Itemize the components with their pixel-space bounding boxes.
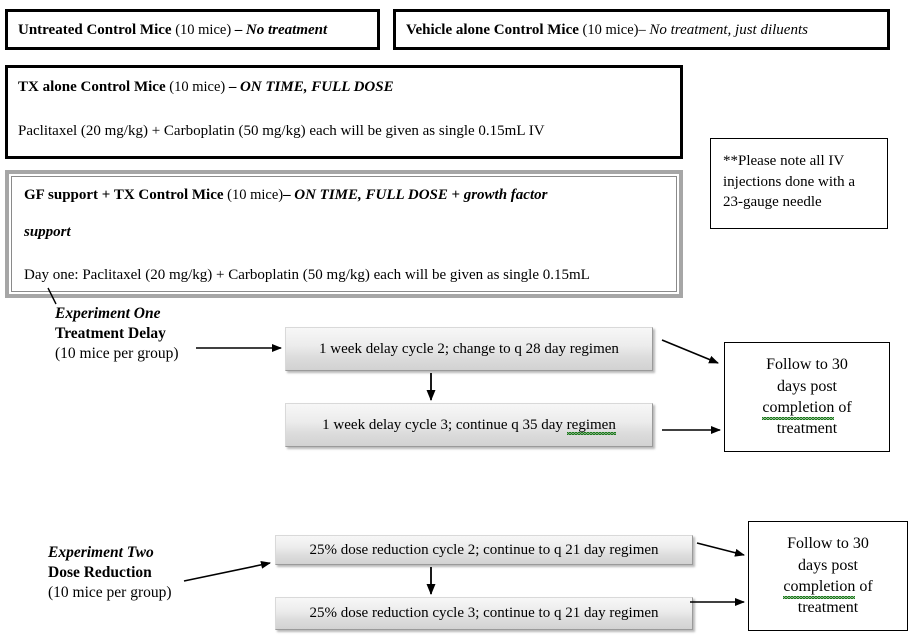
gf-support-dash: –: [283, 187, 291, 203]
vehicle-control-dash: –: [638, 21, 646, 38]
experiment-one-step-1-label: 1 week delay cycle 2; change to q 28 day…: [319, 340, 619, 357]
vehicle-control-count: (10 mice): [582, 21, 639, 38]
gf-support-name: GF support + TX Control Mice: [24, 187, 224, 203]
tx-alone-name: TX alone Control Mice: [18, 79, 166, 95]
experiment-two-outcome-line-4: treatment: [797, 599, 859, 617]
experiment-one-step-2[interactable]: 1 week delay cycle 3; continue q 35 day …: [285, 403, 653, 447]
gf-support-inner: GF support + TX Control Mice (10 mice)– …: [11, 176, 677, 292]
gf-support-count: (10 mice): [227, 187, 284, 203]
gf-support-emphasis2-line2-row: support: [24, 223, 664, 241]
experiment-one-outcome-line-3: completion of: [762, 397, 852, 421]
iv-note-line-1: **Please note all IV: [723, 153, 845, 169]
experiment-two-outcome-box: Follow to 30 days post completion of tre…: [748, 521, 908, 631]
iv-note-line-2: injections done with a: [723, 173, 856, 190]
experiment-one-step-2-text: 1 week delay cycle 3; continue q 35 day: [322, 416, 567, 433]
untreated-control-text: Untreated Control Mice (10 mice) – No tr…: [8, 21, 377, 39]
experiment-two-step-1-label: 25% dose reduction cycle 2; continue to …: [309, 541, 659, 558]
tx-alone-content: TX alone Control Mice (10 mice) – ON TIM…: [8, 68, 680, 140]
experiment-one-outcome-line-3-rest: of: [834, 399, 852, 416]
experiment-two-outcome-text: Follow to 30 days post completion of tre…: [783, 533, 873, 618]
experiment-two-subtitle: Dose Reduction: [48, 563, 152, 581]
experiment-two-outcome-line-3: completion of: [783, 576, 873, 600]
iv-note-line-3: 23-gauge needle: [723, 194, 822, 211]
experiment-two-label: Experiment Two Dose Reduction (10 mice p…: [48, 543, 263, 602]
gf-support-emphasis: ON TIME, FULL DOSE: [294, 187, 448, 203]
experiment-one-outcome-text: Follow to 30 days post completion of tre…: [762, 354, 852, 439]
experiment-one-outcome-line-2: days post: [777, 377, 837, 395]
vehicle-control-detail: No treatment, just diluents: [649, 21, 808, 38]
vehicle-control-text: Vehicle alone Control Mice (10 mice)– No…: [396, 21, 887, 39]
gf-support-emphasis2-line1: growth factor: [463, 187, 548, 203]
vehicle-control-box: Vehicle alone Control Mice (10 mice)– No…: [393, 9, 890, 50]
arrow-exp2-step1-to-outcome: [696, 542, 745, 557]
experiment-one-outcome-box: Follow to 30 days post completion of tre…: [724, 342, 890, 452]
experiment-one-step-2-label: 1 week delay cycle 3; continue q 35 day …: [316, 416, 622, 435]
tx-alone-heading: TX alone Control Mice (10 mice) – ON TIM…: [18, 78, 670, 96]
experiment-one-group-size: (10 mice per group): [55, 344, 179, 362]
tx-alone-control-box: TX alone Control Mice (10 mice) – ON TIM…: [5, 65, 683, 159]
experiment-two-outcome-line-1: Follow to 30: [787, 535, 869, 553]
experiment-two-title: Experiment Two: [48, 544, 154, 561]
iv-note-text: **Please note all IV injections done wit…: [711, 139, 887, 213]
experiment-one-step-2-misspelled-word: regimen: [566, 416, 616, 435]
gf-support-plus: +: [451, 187, 461, 203]
untreated-control-dash: –: [234, 21, 243, 38]
gf-support-heading: GF support + TX Control Mice (10 mice)– …: [24, 186, 664, 204]
tx-alone-count: (10 mice): [169, 79, 226, 95]
experiment-one-step-1[interactable]: 1 week delay cycle 2; change to q 28 day…: [285, 327, 653, 371]
experiment-two-step-2[interactable]: 25% dose reduction cycle 3; continue to …: [275, 597, 693, 630]
experiment-two-outcome-line-2: days post: [798, 556, 858, 574]
vehicle-control-name: Vehicle alone Control Mice: [406, 21, 579, 38]
gf-support-box: GF support + TX Control Mice (10 mice)– …: [5, 170, 683, 298]
experiment-one-outcome-misspelled-word: completion: [762, 397, 834, 421]
tx-alone-dash: –: [228, 79, 237, 95]
untreated-control-name: Untreated Control Mice: [18, 21, 172, 38]
experiment-one-outcome-line-4: treatment: [776, 420, 838, 438]
experiment-one-label: Experiment One Treatment Delay (10 mice …: [55, 304, 265, 363]
gf-support-dose-line: Day one: Paclitaxel (20 mg/kg) + Carbopl…: [24, 267, 590, 283]
experiment-two-outcome-line-3-rest: of: [855, 578, 873, 595]
experiment-two-step-1[interactable]: 25% dose reduction cycle 2; continue to …: [275, 535, 693, 565]
arrow-exp1-step1-to-outcome: [661, 339, 719, 364]
experiment-one-outcome-line-1: Follow to 30: [766, 356, 848, 374]
experiment-two-group-size: (10 mice per group): [48, 583, 172, 601]
experiment-one-title: Experiment One: [55, 305, 161, 322]
tx-alone-dose-line: Paclitaxel (20 mg/kg) + Carboplatin (50 …: [18, 123, 545, 139]
tx-alone-emphasis: ON TIME, FULL DOSE: [239, 79, 394, 95]
iv-note-box: **Please note all IV injections done wit…: [710, 138, 888, 229]
experiment-two-step-2-label: 25% dose reduction cycle 3; continue to …: [309, 605, 659, 621]
untreated-control-box: Untreated Control Mice (10 mice) – No tr…: [5, 9, 380, 50]
untreated-control-detail: No treatment: [245, 21, 328, 38]
gf-support-emphasis2-line2: support: [24, 224, 71, 240]
untreated-control-count: (10 mice): [175, 21, 232, 38]
experiment-one-subtitle: Treatment Delay: [55, 324, 166, 342]
experiment-two-outcome-misspelled-word: completion: [783, 576, 855, 600]
